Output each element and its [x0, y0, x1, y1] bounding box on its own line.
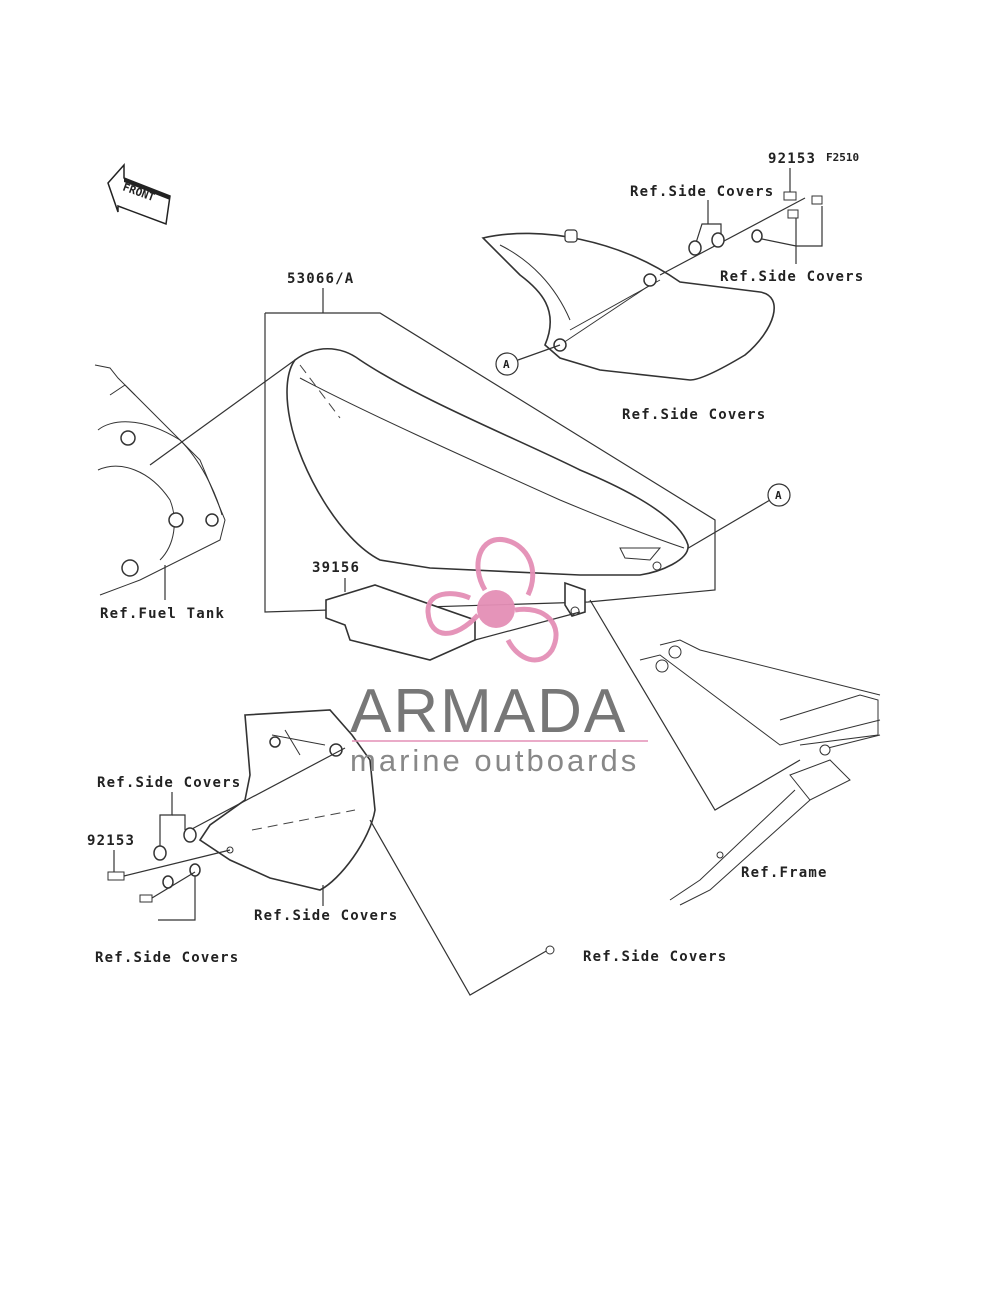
label-92153-top: 92153 — [768, 151, 816, 167]
propeller-logo-icon — [425, 537, 559, 663]
seat-part — [286, 348, 689, 617]
label-ref-frame: Ref.Frame — [741, 865, 828, 881]
label-ref-side-covers-2: Ref.Side Covers — [720, 269, 864, 285]
figure-code: F2510 — [826, 151, 859, 164]
pad-39156 — [325, 584, 581, 661]
lower-side-cover — [198, 709, 376, 891]
label-ref-side-covers-7: Ref.Side Covers — [583, 949, 727, 965]
fuel-tank-ref — [94, 364, 226, 596]
upper-side-cover — [481, 191, 823, 381]
watermark-subtitle: marine outboards — [350, 743, 639, 778]
label-39156: 39156 — [312, 560, 360, 576]
frame-ref — [639, 639, 881, 906]
callout-a-right: A — [775, 489, 782, 502]
callout-a-upper: A — [503, 358, 510, 371]
label-92153-left: 92153 — [87, 833, 135, 849]
label-53066a: 53066/A — [287, 271, 354, 287]
label-ref-side-covers-3: Ref.Side Covers — [622, 407, 766, 423]
label-ref-fuel-tank: Ref.Fuel Tank — [100, 606, 225, 622]
watermark-title: ARMADA — [350, 677, 627, 746]
label-ref-side-covers-1: Ref.Side Covers — [630, 184, 774, 200]
label-ref-side-covers-6: Ref.Side Covers — [95, 950, 239, 966]
label-ref-side-covers-5: Ref.Side Covers — [254, 908, 398, 924]
label-ref-side-covers-4: Ref.Side Covers — [97, 775, 241, 791]
front-arrow-icon: FRONT — [107, 163, 171, 226]
